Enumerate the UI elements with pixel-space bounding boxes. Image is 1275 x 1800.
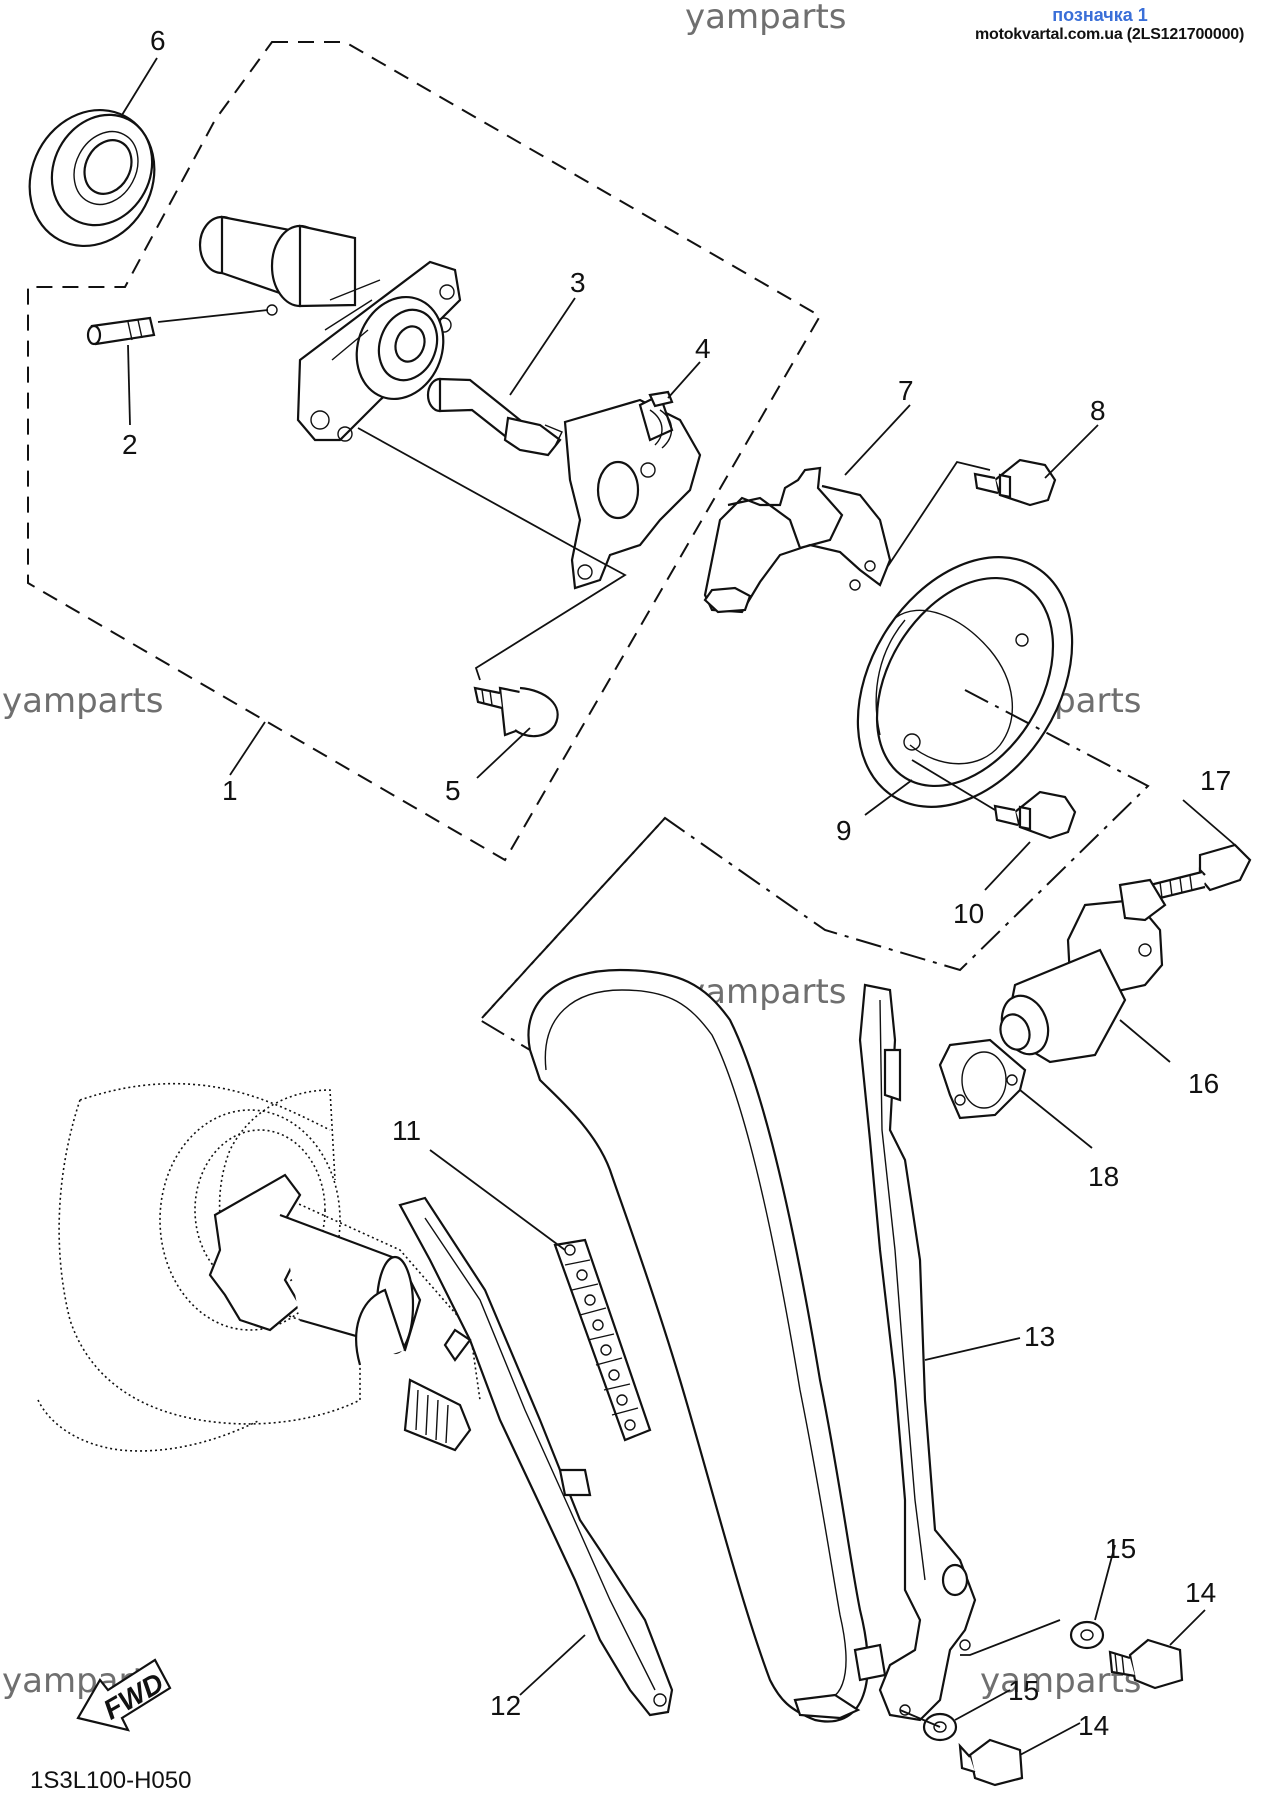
cam-chain-13 bbox=[527, 968, 869, 1723]
chain-tensioner-16 bbox=[999, 878, 1167, 1064]
callout-13: 13 bbox=[1024, 1321, 1055, 1352]
callout-2: 2 bbox=[122, 429, 138, 460]
bearing-6 bbox=[28, 108, 156, 248]
decompressor-lever-4 bbox=[563, 390, 702, 590]
callout-14-lower: 14 bbox=[1078, 1710, 1109, 1741]
sprocket-boundary bbox=[481, 689, 1150, 1019]
callout-3: 3 bbox=[570, 267, 586, 298]
header-source: motokvartal.com.ua (2LS121700000) bbox=[975, 26, 1245, 43]
gasket-18 bbox=[938, 1038, 1027, 1120]
callout-11: 11 bbox=[392, 1115, 421, 1146]
bolt-17 bbox=[1148, 843, 1252, 902]
chain-guide-7 bbox=[703, 466, 892, 614]
callout-7: 7 bbox=[898, 375, 914, 406]
callout-16: 16 bbox=[1188, 1068, 1219, 1099]
cam-sprocket-9 bbox=[856, 556, 1074, 808]
header-title: позначка 1 bbox=[1052, 5, 1148, 25]
callout-18: 18 bbox=[1088, 1161, 1119, 1192]
callout-4: 4 bbox=[695, 333, 711, 364]
callout-14-upper: 14 bbox=[1185, 1577, 1216, 1608]
washer-15-upper bbox=[1069, 1620, 1105, 1650]
watermark: yamparts bbox=[685, 0, 847, 37]
diagram-code: 1S3L100-H050 bbox=[30, 1767, 191, 1794]
callout-17: 17 bbox=[1200, 765, 1231, 796]
camshaft-assembly-boundary bbox=[27, 41, 822, 862]
callout-6: 6 bbox=[150, 25, 166, 56]
camshaft-1 bbox=[198, 215, 462, 442]
callout-5: 5 bbox=[445, 775, 461, 806]
callout-10: 10 bbox=[953, 898, 984, 929]
dowel-pin-2 bbox=[86, 304, 278, 346]
decompression-shaft-3 bbox=[426, 377, 563, 457]
watermark: yamparts bbox=[2, 681, 164, 721]
bolt-14-lower bbox=[958, 1738, 1024, 1787]
callout-9: 9 bbox=[836, 815, 852, 846]
callout-15-upper: 15 bbox=[1105, 1533, 1136, 1564]
bolt-14-upper bbox=[1108, 1638, 1184, 1690]
chain-links-11 bbox=[553, 1238, 652, 1442]
callout-1: 1 bbox=[222, 775, 238, 806]
chain-guide-intake bbox=[793, 983, 977, 1722]
bolt-8 bbox=[973, 458, 1057, 507]
chain-boundary bbox=[478, 817, 666, 1051]
bolt-10 bbox=[993, 790, 1077, 840]
callout-8: 8 bbox=[1090, 395, 1106, 426]
bolt-5 bbox=[473, 686, 559, 738]
chain-guide-12 bbox=[398, 1196, 674, 1717]
crankshaft-reference bbox=[37, 1082, 481, 1452]
callout-12: 12 bbox=[490, 1690, 521, 1721]
crank-sprocket bbox=[208, 1173, 472, 1452]
callout-15-lower: 15 bbox=[1008, 1675, 1039, 1706]
